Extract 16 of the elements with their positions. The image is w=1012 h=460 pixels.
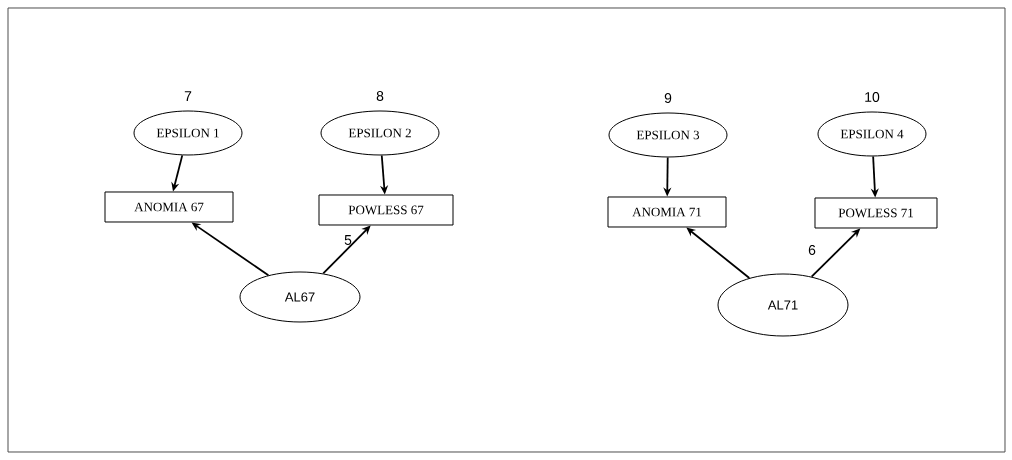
node-number: 9	[664, 93, 672, 103]
path-number: 5	[344, 235, 352, 245]
ellipse-node: EPSILON 3	[608, 112, 728, 158]
variable-box: POWLESS 71	[814, 197, 938, 229]
ellipse-node: AL71	[717, 273, 849, 337]
path-number: 6	[808, 245, 816, 255]
variable-box: ANOMIA 71	[607, 196, 727, 228]
ellipse-node: EPSILON 2	[320, 110, 440, 156]
node-number: 7	[184, 91, 192, 101]
node-number: 10	[865, 92, 880, 102]
variable-box: ANOMIA 67	[104, 191, 234, 223]
ellipse-node: AL67	[239, 271, 361, 323]
ellipse-node: EPSILON 4	[817, 111, 927, 157]
node-number: 8	[376, 91, 384, 101]
variable-box: POWLESS 67	[318, 194, 454, 226]
ellipse-node: EPSILON 1	[133, 110, 243, 156]
